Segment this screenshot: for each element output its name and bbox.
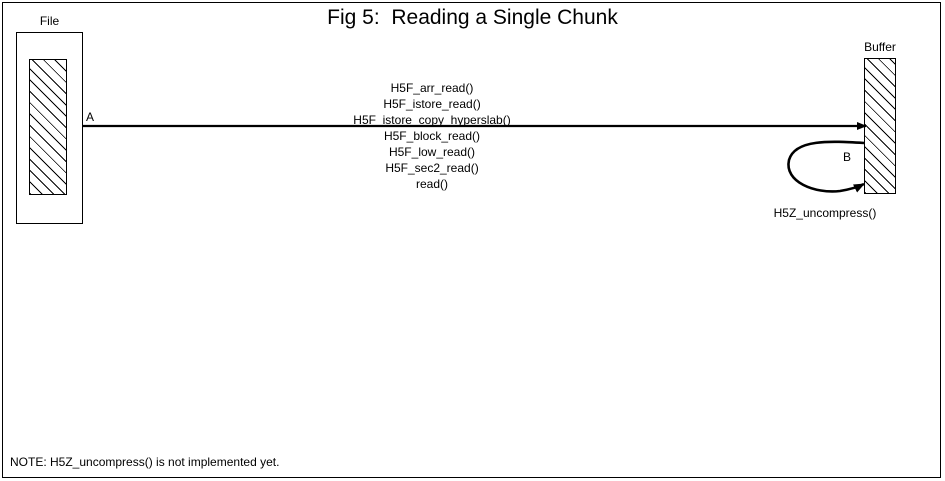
file-chunk-icon	[29, 59, 67, 195]
call-stack-item: H5F_block_read()	[383, 129, 481, 143]
call-stack-item: H5F_low_read()	[388, 145, 476, 159]
file-label: File	[39, 14, 60, 28]
call-stack-item: H5F_istore_read()	[383, 97, 481, 111]
call-stack-item: H5F_sec2_read()	[385, 161, 479, 175]
uncompress-caption: H5Z_uncompress()	[773, 206, 877, 220]
call-stack-item: H5F_istore_copy_hyperslab()	[353, 113, 511, 127]
call-stack-list: H5F_arr_read() H5F_istore_read() H5F_ist…	[332, 80, 532, 192]
call-stack-item: read()	[415, 177, 448, 191]
call-stack-item: H5F_arr_read()	[390, 81, 474, 95]
buffer-label: Buffer	[864, 40, 896, 54]
arrow-label-a: A	[86, 110, 95, 124]
loop-arrow-b	[787, 140, 865, 193]
figure-note: NOTE: H5Z_uncompress() is not implemente…	[10, 455, 280, 469]
figure-title: Fig 5: Reading a Single Chunk	[327, 6, 618, 29]
buffer-box	[864, 58, 896, 194]
arrow-label-b: B	[843, 150, 852, 164]
